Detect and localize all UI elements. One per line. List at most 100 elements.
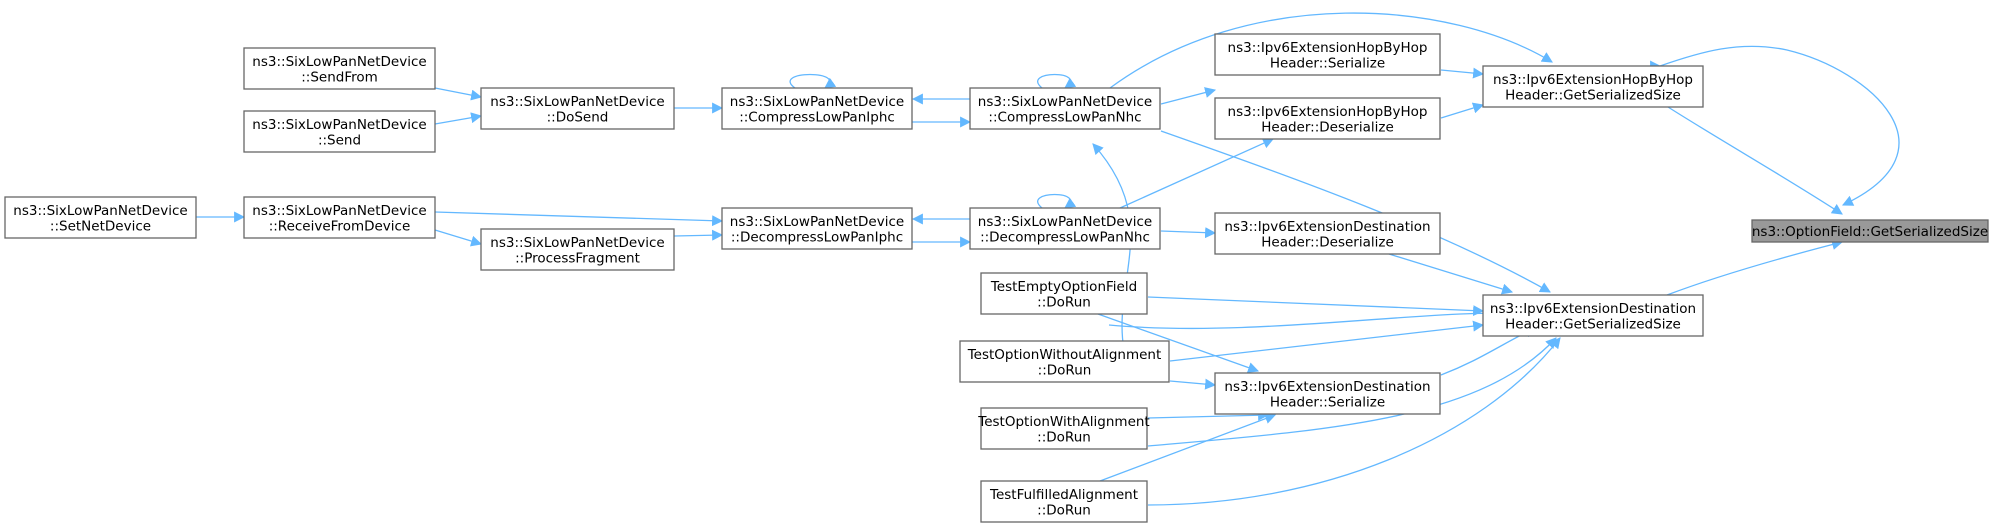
node-box [243, 196, 436, 239]
node-box [1214, 372, 1441, 415]
graph-node-dosend[interactable]: ns3::SixLowPanNetDevice::DoSend [480, 87, 675, 130]
call-edge [434, 112, 483, 125]
node-label: TestFulfilledAlignment [989, 487, 1138, 503]
node-label: ::Send [318, 132, 361, 148]
node-label: ns3::SixLowPanNetDevice [730, 214, 904, 230]
call-edge [1169, 378, 1217, 390]
call-edge [1119, 138, 1275, 209]
node-label: ns3::Ipv6ExtensionDestination [1224, 379, 1430, 395]
graph-node-procfrag[interactable]: ns3::SixLowPanNetDevice::ProcessFragment [480, 228, 675, 271]
node-label: Header::GetSerializedSize [1505, 316, 1681, 332]
graph-node-t-with[interactable]: TestOptionWithAlignment::DoRun [977, 407, 1150, 450]
node-label: ns3::Ipv6ExtensionDestination [1490, 301, 1696, 317]
call-edge [1109, 12, 1553, 89]
node-box [980, 407, 1148, 450]
node-label: ns3::SixLowPanNetDevice [252, 117, 426, 133]
node-label: ::ProcessFragment [515, 250, 640, 266]
call-edge [1037, 73, 1077, 89]
call-edge [789, 73, 837, 89]
graph-node-t-fulfilled[interactable]: TestFulfilledAlignment::DoRun [980, 480, 1148, 523]
node-label: TestEmptyOptionField [990, 279, 1137, 295]
node-box [1482, 65, 1704, 108]
node-box [721, 207, 913, 250]
node-label: ns3::SixLowPanNetDevice [978, 214, 1152, 230]
call-edge [1169, 320, 1485, 362]
node-box [480, 87, 675, 130]
node-label: ns3::SixLowPanNetDevice [490, 94, 664, 110]
call-edge [1147, 296, 1485, 317]
node-label: ::SetNetDevice [50, 218, 151, 234]
graph-node-hbh-ser[interactable]: ns3::Ipv6ExtensionHopByHopHeader::Serial… [1214, 33, 1441, 76]
call-edge [1097, 313, 1260, 373]
node-label: ns3::Ipv6ExtensionHopByHop [1228, 104, 1428, 120]
call-edge [1440, 102, 1485, 119]
call-edge [434, 229, 483, 247]
graph-node-hbh-gss[interactable]: ns3::Ipv6ExtensionHopByHopHeader::GetSer… [1482, 65, 1704, 108]
call-edge [1667, 106, 1843, 215]
node-box [969, 207, 1161, 250]
call-edge [1659, 45, 1900, 206]
call-edge [1092, 143, 1132, 374]
graph-node-recv[interactable]: ns3::SixLowPanNetDevice::ReceiveFromDevi… [243, 196, 436, 239]
graph-node-dst-ser[interactable]: ns3::Ipv6ExtensionDestinationHeader::Ser… [1214, 372, 1441, 415]
graph-node-send[interactable]: ns3::SixLowPanNetDevice::Send [243, 110, 436, 153]
node-box [1751, 219, 1989, 243]
node-label: ns3::SixLowPanNetDevice [13, 203, 187, 219]
node-label: Header::Serialize [1270, 394, 1385, 410]
node-box [243, 47, 436, 90]
call-edge [1160, 227, 1217, 239]
call-edge [1666, 239, 1844, 296]
node-box [480, 228, 675, 271]
graph-node-ciphc[interactable]: ns3::SixLowPanNetDevice::CompressLowPanI… [721, 87, 913, 130]
node-label: ns3::Ipv6ExtensionDestination [1224, 219, 1430, 235]
node-box [721, 87, 913, 130]
node-label: ::DecompressLowPanNhc [980, 229, 1150, 245]
node-label: ns3::SixLowPanNetDevice [252, 203, 426, 219]
call-nodes: ns3::OptionField::GetSerializedSizens3::… [4, 33, 1989, 523]
node-label: ::DoRun [1037, 294, 1091, 310]
node-label: ns3::SixLowPanNetDevice [252, 54, 426, 70]
node-label: ::DoRun [1038, 362, 1092, 378]
graph-node-sendfrom[interactable]: ns3::SixLowPanNetDevice::SendFrom [243, 47, 436, 90]
node-label: TestOptionWithAlignment [977, 414, 1149, 430]
graph-node-setnet[interactable]: ns3::SixLowPanNetDevice::SetNetDevice [4, 196, 197, 239]
node-box [980, 480, 1148, 523]
node-label: ::DoRun [1037, 429, 1091, 445]
call-edge [434, 87, 483, 101]
node-label: Header::Deserialize [1261, 234, 1394, 250]
node-label: ::CompressLowPanNhc [988, 109, 1141, 125]
node-label: ::ReceiveFromDevice [269, 218, 411, 234]
node-box [959, 340, 1170, 383]
call-edge [1160, 87, 1217, 105]
node-label: ::SendFrom [301, 69, 378, 85]
call-edge [1160, 130, 1551, 293]
graph-node-root[interactable]: ns3::OptionField::GetSerializedSize [1751, 219, 1989, 243]
node-label: ::CompressLowPanIphc [739, 109, 895, 125]
node-box [1482, 294, 1704, 337]
call-edge [673, 229, 724, 241]
graph-node-t-empty[interactable]: TestEmptyOptionField::DoRun [980, 272, 1148, 315]
graph-node-t-without[interactable]: TestOptionWithoutAlignment::DoRun [959, 340, 1170, 383]
node-label: ns3::Ipv6ExtensionHopByHop [1493, 72, 1693, 88]
graph-node-cnhc[interactable]: ns3::SixLowPanNetDevice::CompressLowPanN… [969, 87, 1161, 130]
graph-node-dst-des[interactable]: ns3::Ipv6ExtensionDestinationHeader::Des… [1214, 212, 1441, 255]
call-edges [196, 12, 1900, 506]
call-edge [1388, 253, 1514, 295]
graph-node-dst-gss[interactable]: ns3::Ipv6ExtensionDestinationHeader::Get… [1482, 294, 1704, 337]
node-label: TestOptionWithoutAlignment [967, 347, 1162, 363]
node-box [243, 110, 436, 153]
node-label: ns3::OptionField::GetSerializedSize [1752, 224, 1988, 240]
node-label: Header::Serialize [1270, 55, 1385, 71]
call-edge [1037, 193, 1077, 209]
call-edge [434, 211, 724, 227]
node-label: ::DoRun [1037, 502, 1091, 518]
graph-node-hbh-des[interactable]: ns3::Ipv6ExtensionHopByHopHeader::Deseri… [1214, 97, 1441, 140]
node-box [969, 87, 1161, 130]
node-label: ns3::SixLowPanNetDevice [978, 94, 1152, 110]
node-box [4, 196, 197, 239]
node-box [1214, 97, 1441, 140]
graph-node-dnhc[interactable]: ns3::SixLowPanNetDevice::DecompressLowPa… [969, 207, 1161, 250]
node-box [1214, 33, 1441, 76]
graph-node-diphc[interactable]: ns3::SixLowPanNetDevice::DecompressLowPa… [721, 207, 913, 250]
